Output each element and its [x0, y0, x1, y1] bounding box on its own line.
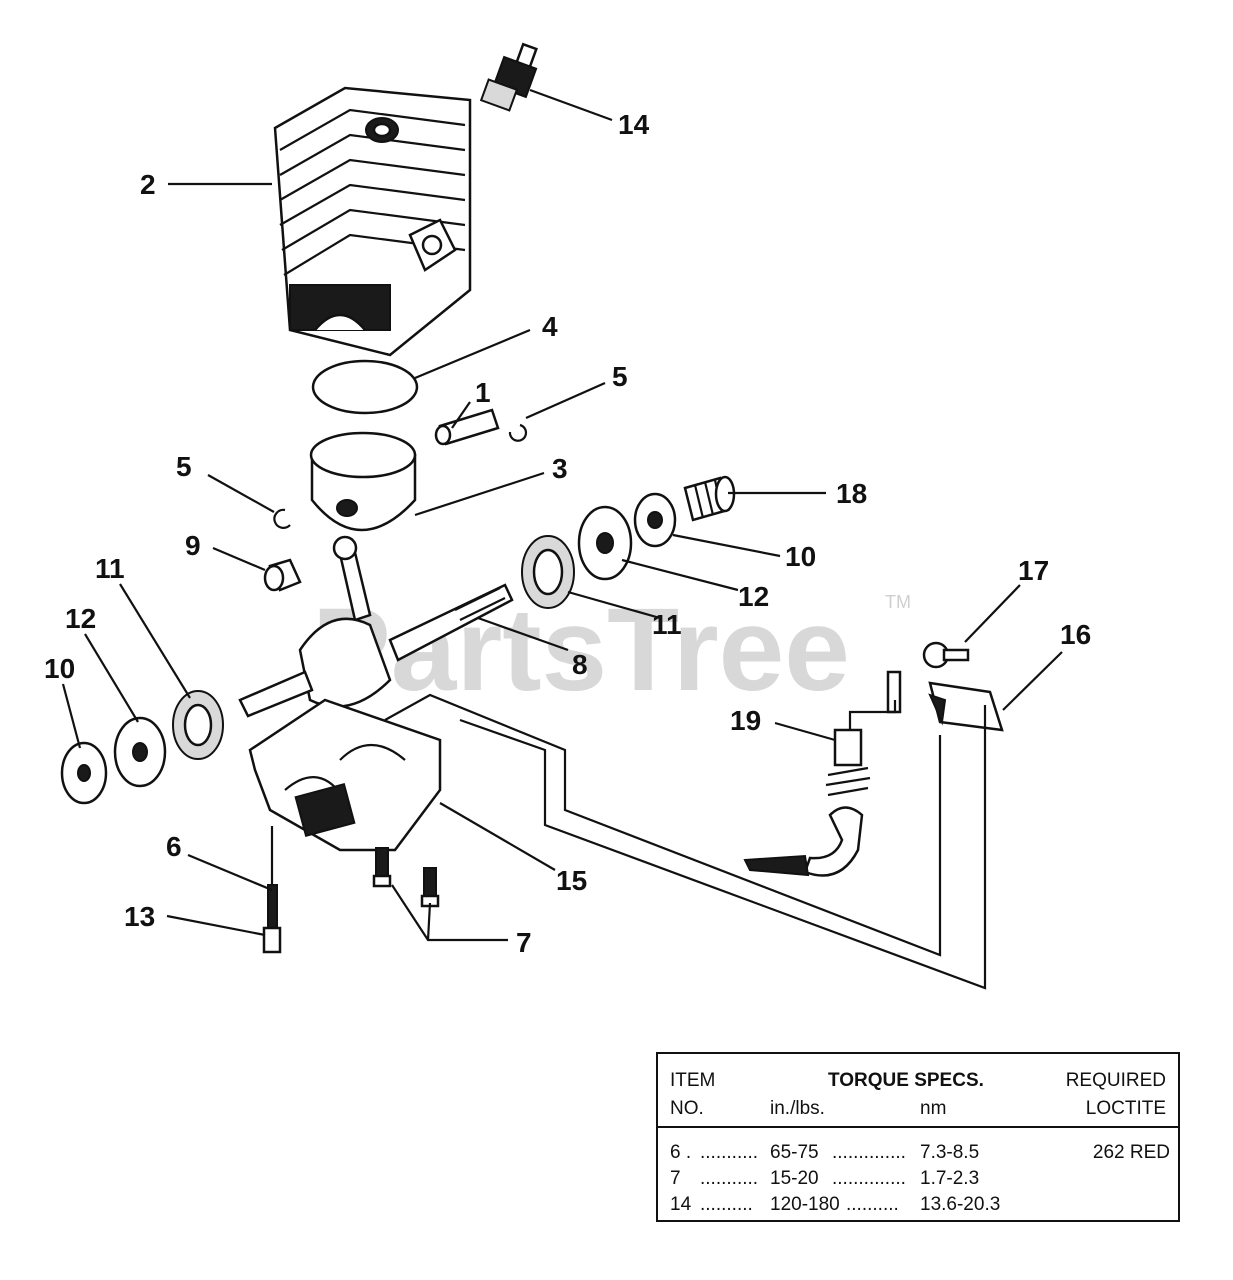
callout-5-right: 5	[612, 361, 628, 392]
row-nm: 7.3-8.5	[920, 1142, 980, 1163]
crankshaft-part	[238, 535, 514, 718]
callout-17: 17	[1018, 555, 1049, 586]
watermark-trademark: TM	[885, 592, 911, 612]
row-item: 6 .	[670, 1142, 692, 1163]
piston-ring-part	[311, 359, 419, 415]
callout-18: 18	[836, 478, 867, 509]
header-in-lbs: in./lbs.	[770, 1098, 825, 1119]
callout-14: 14	[618, 109, 650, 140]
circlip-right-part	[508, 423, 528, 442]
washer-right-part	[633, 492, 677, 548]
spark-plug-part	[479, 42, 538, 112]
row-dots: ..........	[846, 1194, 899, 1215]
callout-15: 15	[556, 865, 587, 896]
wrist-pin-part	[434, 408, 500, 446]
row-in-lbs: 120-180	[770, 1194, 840, 1215]
header-required: REQUIRED	[1065, 1070, 1166, 1091]
piston-part	[309, 431, 417, 532]
callout-13: 13	[124, 901, 155, 932]
torque-specs-table: ITEM NO. TORQUE SPECS. in./lbs. nm REQUI…	[656, 1052, 1180, 1222]
needle-bearing-part	[263, 558, 302, 592]
header-loctite: LOCTITE	[1085, 1098, 1166, 1119]
callout-12-left: 12	[65, 603, 96, 634]
row-in-lbs: 15-20	[770, 1168, 819, 1189]
row-item: 14	[670, 1194, 692, 1215]
callout-2: 2	[140, 169, 156, 200]
table-header: ITEM NO. TORQUE SPECS. in./lbs. nm REQUI…	[658, 1054, 1178, 1128]
exploded-parts-diagram: PartsTree TM	[44, 42, 1091, 990]
header-nm: nm	[920, 1098, 947, 1119]
callout-19: 19	[730, 705, 761, 736]
table-row: 7 ........... 15-20 .............. 1.7-2…	[670, 1168, 1170, 1192]
callout-9: 9	[185, 530, 201, 561]
circlip-left-part	[273, 508, 291, 529]
row-dots: ...........	[700, 1142, 759, 1163]
callout-3: 3	[552, 453, 568, 484]
row-dots: ..............	[832, 1142, 906, 1163]
leader-lines	[61, 88, 1063, 942]
cylinder-part	[273, 86, 472, 357]
spring-part	[683, 475, 736, 522]
row-dots: ...........	[700, 1168, 759, 1189]
callout-4: 4	[542, 311, 558, 342]
screws-short-part	[372, 847, 440, 908]
callouts: 14 2 4 5 1 5 3 18 9 10 11 12 11 12 8 17 …	[44, 109, 1091, 958]
washer-left-part	[60, 741, 108, 805]
crankcase-part	[248, 698, 442, 852]
seal-right-part	[577, 505, 633, 581]
row-dots: ..........	[700, 1194, 753, 1215]
table-row: 6 . ........... 65-75 .............. 7.3…	[670, 1142, 1170, 1166]
table-row: 14 .......... 120-180 .......... 13.6-20…	[670, 1194, 1170, 1218]
seal-left-part	[113, 716, 167, 788]
callout-10-right: 10	[785, 541, 816, 572]
row-in-lbs: 65-75	[770, 1142, 819, 1163]
callout-11-right: 11	[652, 609, 682, 640]
callout-7: 7	[516, 927, 532, 958]
header-torque-specs: TORQUE SPECS.	[828, 1070, 984, 1091]
callout-1: 1	[475, 377, 491, 408]
row-nm: 1.7-2.3	[920, 1168, 980, 1189]
header-no: NO.	[670, 1098, 704, 1119]
callout-6: 6	[166, 831, 182, 862]
callout-5-left: 5	[176, 451, 192, 482]
fuel-line-part	[743, 728, 871, 877]
callout-10-left: 10	[44, 653, 75, 684]
callout-8: 8	[572, 649, 588, 680]
main-bearing-right-part	[521, 535, 575, 609]
screw-part	[922, 641, 970, 669]
row-loctite: 262 RED	[1092, 1142, 1170, 1163]
screw-long-part	[262, 884, 282, 954]
callout-12-right: 12	[738, 581, 769, 612]
callout-11-left: 11	[95, 553, 125, 584]
main-bearing-left-part	[172, 690, 224, 760]
row-item: 7	[670, 1168, 681, 1189]
header-item: ITEM	[670, 1070, 716, 1091]
row-nm: 13.6-20.3	[920, 1194, 1001, 1215]
row-dots: ..............	[832, 1168, 906, 1189]
callout-16: 16	[1060, 619, 1091, 650]
